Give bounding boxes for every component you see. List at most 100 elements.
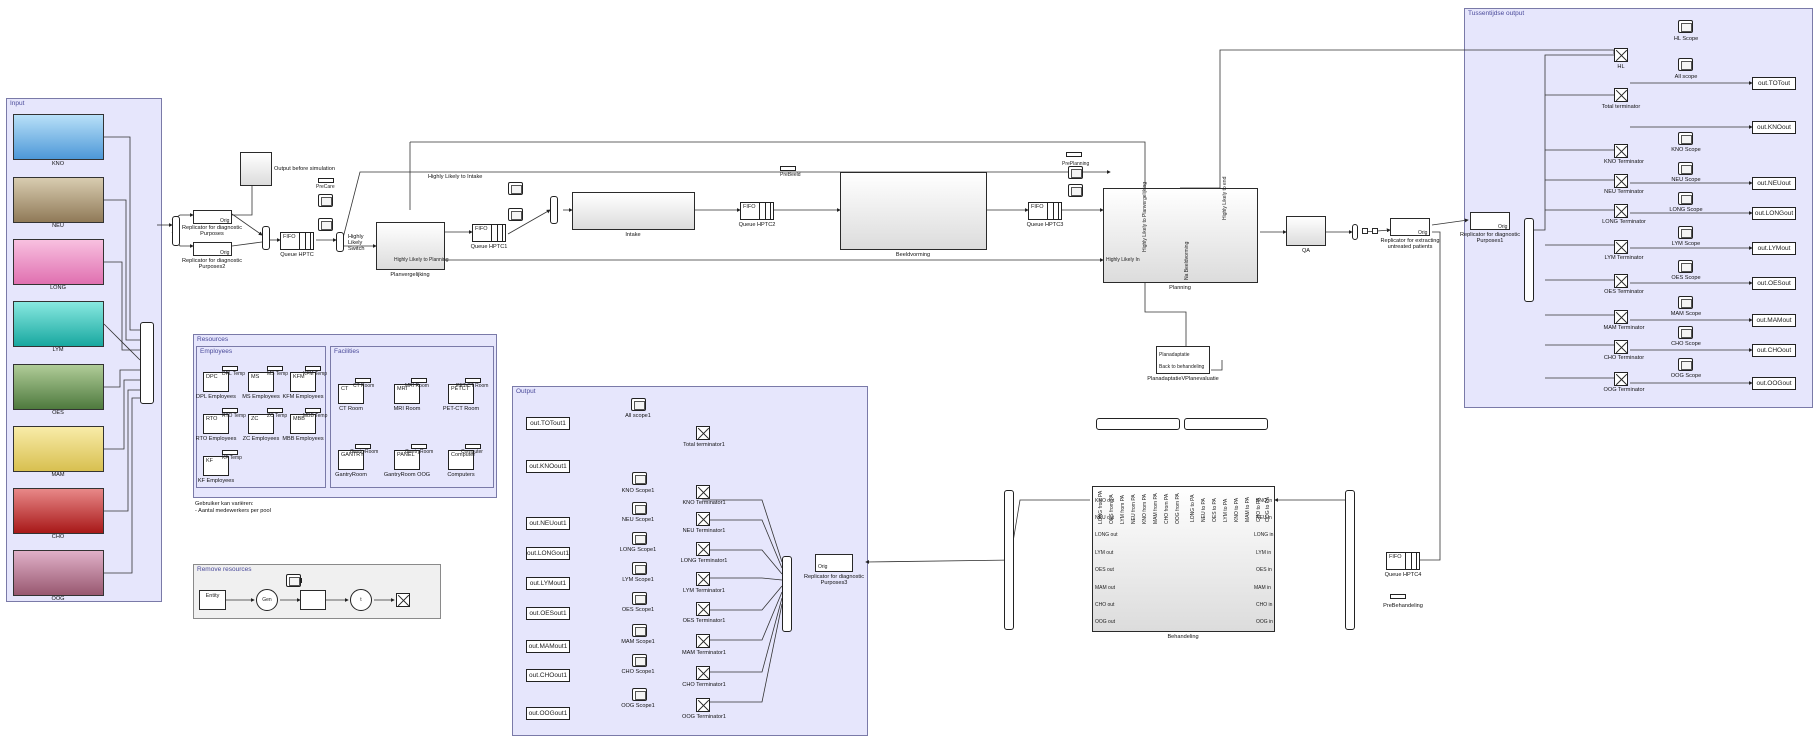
output-area[interactable]: Output bbox=[512, 386, 868, 736]
replicator-diag1-block[interactable] bbox=[1470, 212, 1510, 230]
out-oogout[interactable]: out.OOGout bbox=[1752, 377, 1796, 390]
long-terminator1[interactable] bbox=[696, 542, 710, 556]
replicator-diag-block[interactable] bbox=[193, 210, 232, 224]
queue-hptc1-scope-2[interactable] bbox=[508, 208, 523, 221]
lym-terminator1[interactable] bbox=[696, 572, 710, 586]
employee-block-rto[interactable]: RTO bbox=[203, 414, 229, 434]
out-lymout[interactable]: out.LYMout bbox=[1752, 242, 1796, 255]
entity-generator[interactable]: Gen bbox=[256, 589, 278, 611]
input-block-long[interactable] bbox=[13, 239, 104, 285]
employee-block-zc[interactable]: ZC bbox=[248, 414, 274, 434]
facility-tag-computer[interactable] bbox=[465, 444, 481, 449]
input-block-oog[interactable] bbox=[13, 550, 104, 596]
facility-tag-gantry[interactable] bbox=[355, 444, 371, 449]
cho-scope[interactable] bbox=[1678, 326, 1693, 339]
facility-block-petct[interactable]: PETCT bbox=[448, 384, 474, 404]
out-longout1[interactable]: out.LONGout1 bbox=[526, 547, 570, 560]
small-block-2[interactable] bbox=[1372, 228, 1378, 234]
behandeling-right-mux[interactable] bbox=[1345, 490, 1355, 630]
oes-terminator1[interactable] bbox=[696, 602, 710, 616]
merge-block-1[interactable] bbox=[172, 216, 180, 246]
tussen-demux[interactable] bbox=[1524, 218, 1534, 302]
queue-hptc1-scope-1[interactable] bbox=[508, 182, 523, 195]
long-terminator[interactable] bbox=[1614, 204, 1628, 218]
input-block-cho[interactable] bbox=[13, 488, 104, 534]
employee-block-mbb[interactable]: MBB bbox=[290, 414, 316, 434]
output-before-simulation-block[interactable] bbox=[240, 152, 272, 186]
qa-block[interactable] bbox=[1286, 216, 1326, 246]
hl-terminator[interactable] bbox=[1614, 48, 1628, 62]
facility-tag-mri[interactable] bbox=[411, 378, 427, 383]
out-oesout1[interactable]: out.OESout1 bbox=[526, 607, 570, 620]
out-mamout1[interactable]: out.MAMout1 bbox=[526, 640, 570, 653]
hl-scope[interactable] bbox=[1678, 20, 1693, 33]
employee-block-kfm[interactable]: KFM bbox=[290, 372, 316, 392]
input-block-neu[interactable] bbox=[13, 177, 104, 223]
out-neuout[interactable]: out.NEUout bbox=[1752, 177, 1796, 190]
out-neuout1[interactable]: out.NEUout1 bbox=[526, 517, 570, 530]
behandeling-left-demux[interactable] bbox=[1004, 490, 1014, 630]
facility-tag-petct[interactable] bbox=[465, 378, 481, 383]
out-lymout1[interactable]: out.LYMout1 bbox=[526, 577, 570, 590]
facility-block-gantry[interactable]: GANTRY bbox=[338, 450, 364, 470]
lym-terminator[interactable] bbox=[1614, 240, 1628, 254]
precare-scope-1[interactable] bbox=[318, 194, 333, 207]
oog-scope1[interactable] bbox=[632, 688, 647, 701]
preplanning-scope-1[interactable] bbox=[1068, 166, 1083, 179]
neu-scope1[interactable] bbox=[632, 502, 647, 515]
preplanning-scope-2[interactable] bbox=[1068, 184, 1083, 197]
prebehandeling-tag[interactable] bbox=[1390, 594, 1406, 599]
kno-scope1[interactable] bbox=[632, 472, 647, 485]
mam-terminator[interactable] bbox=[1614, 310, 1628, 324]
out-longout[interactable]: out.LONGout bbox=[1752, 207, 1796, 220]
oog-terminator[interactable] bbox=[1614, 372, 1628, 386]
out-totout[interactable]: out.TOTout bbox=[1752, 77, 1796, 90]
queue-hptc2-block[interactable]: FIFO bbox=[740, 202, 774, 220]
out-mamout[interactable]: out.MAMout bbox=[1752, 314, 1796, 327]
planadaptatie-block[interactable] bbox=[1156, 346, 1210, 374]
remove-timer[interactable]: t bbox=[350, 589, 372, 611]
facility-tag-ct[interactable] bbox=[355, 378, 371, 383]
input-block-kno[interactable] bbox=[13, 114, 104, 160]
preplanning-tag[interactable] bbox=[1066, 152, 1082, 157]
input-mux[interactable] bbox=[140, 322, 154, 404]
neu-scope[interactable] bbox=[1678, 162, 1693, 175]
behandeling-block[interactable] bbox=[1092, 486, 1275, 632]
all-scope1[interactable] bbox=[631, 398, 646, 411]
oes-scope1[interactable] bbox=[632, 592, 647, 605]
behandeling-top-mux-right[interactable] bbox=[1184, 418, 1268, 430]
out-oogout1[interactable]: out.OOGout1 bbox=[526, 707, 570, 720]
out-totout1[interactable]: out.TOTout1 bbox=[526, 417, 570, 430]
oes-scope[interactable] bbox=[1678, 260, 1693, 273]
facility-block-computer[interactable]: Computer bbox=[448, 450, 475, 470]
merge-block-3[interactable] bbox=[550, 196, 558, 224]
out-oesout[interactable]: out.OESout bbox=[1752, 277, 1796, 290]
out-knoout1[interactable]: out.KNOout1 bbox=[526, 460, 570, 473]
input-block-mam[interactable] bbox=[13, 426, 104, 472]
planning-block[interactable] bbox=[1103, 188, 1258, 283]
queue-hptc4-block[interactable]: FIFO bbox=[1386, 552, 1420, 570]
oes-terminator[interactable] bbox=[1614, 274, 1628, 288]
cho-terminator1[interactable] bbox=[696, 666, 710, 680]
employee-block-ms[interactable]: MS bbox=[248, 372, 274, 392]
total-terminator1[interactable] bbox=[696, 426, 710, 440]
intake-block[interactable] bbox=[572, 192, 695, 230]
kno-terminator[interactable] bbox=[1614, 144, 1628, 158]
precare-tag[interactable] bbox=[318, 178, 334, 183]
oog-terminator1[interactable] bbox=[696, 698, 710, 712]
queue-hptc3-block[interactable]: FIFO bbox=[1028, 202, 1062, 220]
neu-terminator1[interactable] bbox=[696, 512, 710, 526]
small-block-1[interactable] bbox=[1362, 228, 1368, 234]
remove-queue-block[interactable] bbox=[300, 590, 326, 610]
replicator-diag2-block[interactable] bbox=[193, 242, 232, 256]
remove-scope[interactable] bbox=[286, 574, 301, 587]
out-choout1[interactable]: out.CHOout1 bbox=[526, 669, 570, 682]
merge-block-4[interactable] bbox=[1352, 224, 1358, 240]
replicator-diag3-block[interactable] bbox=[815, 554, 853, 572]
behandeling-top-mux-left[interactable] bbox=[1096, 418, 1180, 430]
precare-scope-2[interactable] bbox=[318, 218, 333, 231]
employee-block-dpc[interactable]: DPC bbox=[203, 372, 229, 392]
queue-hptc1-block[interactable]: FIFO bbox=[472, 224, 506, 242]
mam-scope1[interactable] bbox=[632, 624, 647, 637]
lym-scope[interactable] bbox=[1678, 226, 1693, 239]
